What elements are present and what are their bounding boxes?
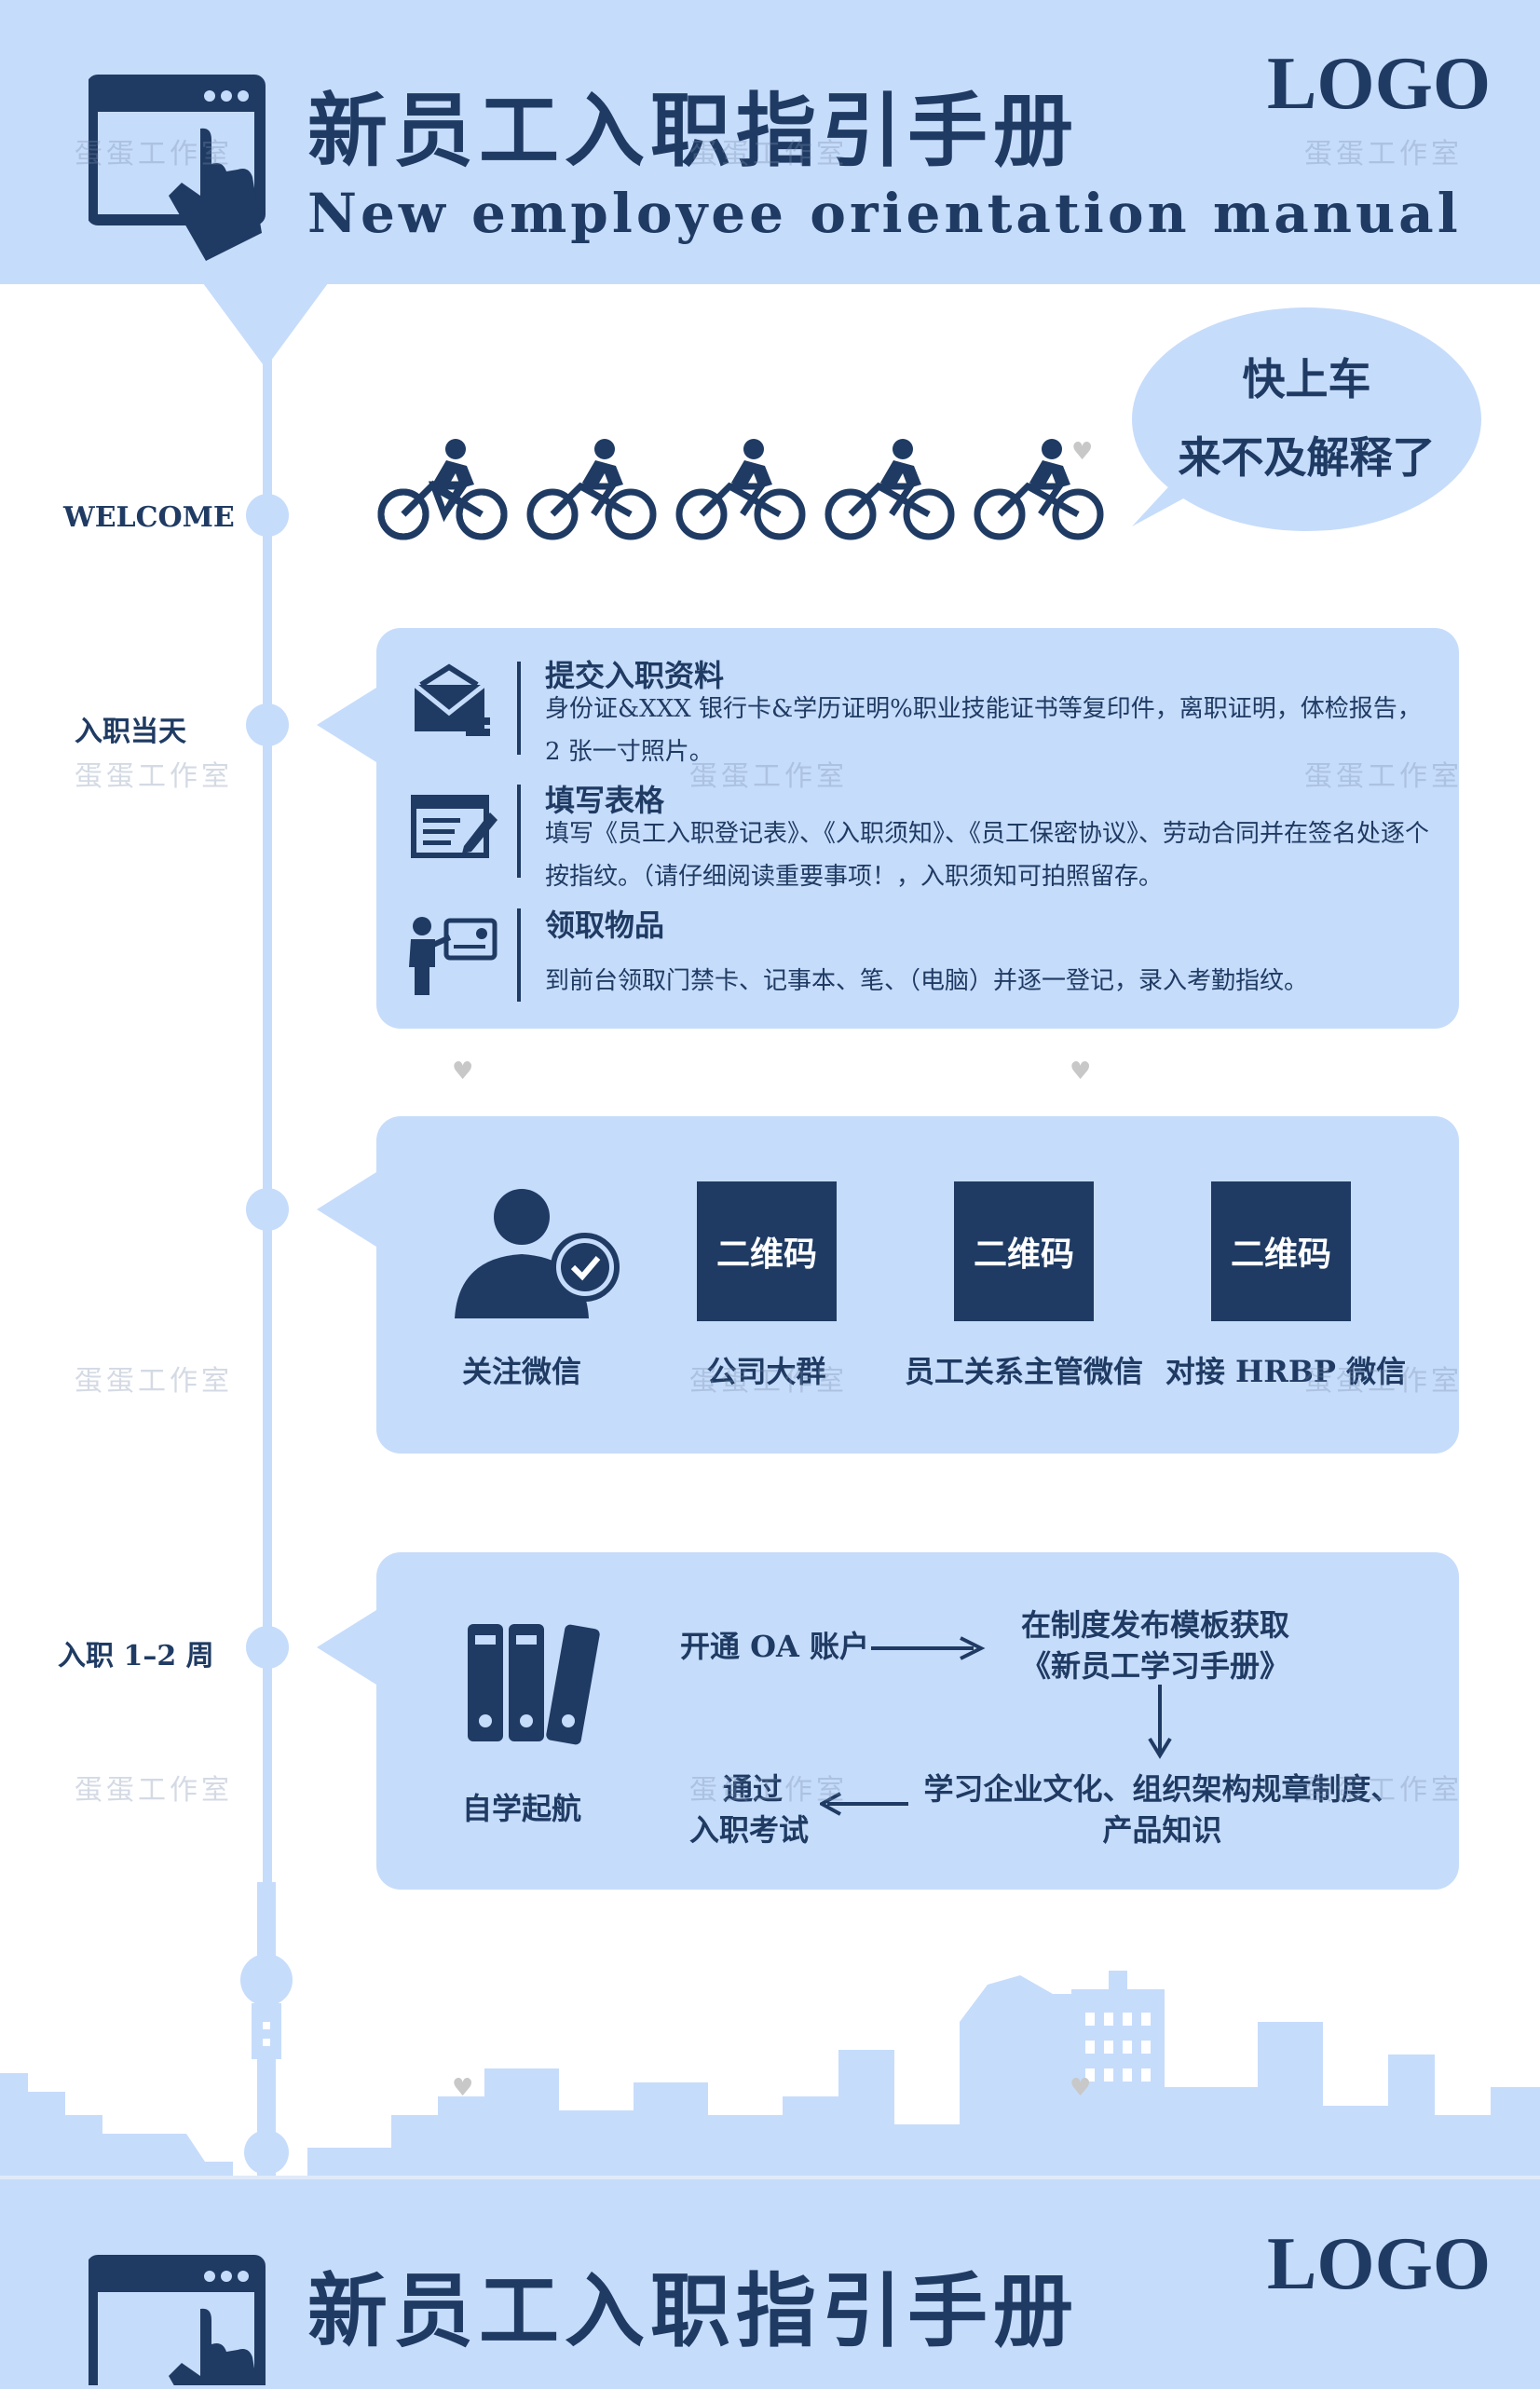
qr-code[interactable]: 二维码: [954, 1181, 1094, 1321]
watermark: 蛋蛋工作室: [689, 138, 848, 171]
watermark: 蛋蛋工作室: [75, 1365, 233, 1398]
city-skyline: [0, 1882, 1540, 2180]
self-study-label: 自学起航: [461, 1791, 581, 1826]
heart-icon: ♥: [452, 2074, 474, 2102]
page-title: 新员工入职指引手册: [307, 84, 1079, 178]
footer-title: 新员工入职指引手册: [307, 2264, 1079, 2358]
arrow-down-icon: [1148, 1685, 1172, 1759]
form-edit-icon: [411, 795, 497, 858]
card-pointer: [317, 1172, 376, 1247]
watermark: 蛋蛋工作室: [1304, 1774, 1463, 1807]
cyclist-icons: [377, 438, 1141, 550]
item-desc: 身份证&XXX 银行卡&学历证明%职业技能证书等复印件，离职证明，体检报告，2 …: [545, 695, 1422, 766]
divider: [517, 785, 521, 878]
flow-step-get-manual: 在制度发布模板获取 《新员工学习手册》: [988, 1604, 1323, 1686]
watermark: 蛋蛋工作室: [689, 760, 848, 793]
follow-wechat-label: 关注微信: [461, 1354, 581, 1389]
item-title: 提交入职资料: [545, 658, 725, 693]
card-pointer: [317, 688, 376, 762]
binders-icon: [468, 1624, 600, 1745]
watermark: 蛋蛋工作室: [689, 1774, 848, 1807]
speech-bubble-tail: [1132, 466, 1244, 526]
person-check-icon: [455, 1189, 620, 1318]
timeline-label-welcome: WELCOME: [63, 501, 235, 534]
speech-bubble-text: 快上车 来不及解释了: [1132, 340, 1481, 497]
page-subtitle: New employee orientation manual: [307, 182, 1462, 245]
timeline-dot: [246, 1188, 289, 1231]
bubble-line-2: 来不及解释了: [1178, 432, 1436, 483]
qr-caption: 员工关系主管微信: [904, 1354, 1143, 1389]
day1-card: [376, 628, 1459, 1029]
watermark: 蛋蛋工作室: [75, 138, 233, 171]
bubble-line-1: 快上车: [1242, 354, 1371, 404]
timeline-label-week12: 入职 1–2 周: [58, 1640, 214, 1672]
qr-caption: 对接 HRBP 微信: [1165, 1354, 1407, 1389]
flow-step-learn-culture: 学习企业文化、组织架构规章制度、 产品知识: [908, 1768, 1416, 1850]
item-desc: 到前台领取门禁卡、记事本、笔、（电脑）并逐一登记，录入考勤指纹。: [545, 967, 1309, 995]
timeline-dot: [246, 1626, 289, 1669]
id-card-person-icon: [409, 917, 497, 995]
flow-step-open-oa: 开通 OA 账户: [680, 1629, 869, 1664]
timeline-dot: [246, 703, 289, 746]
watermark: 蛋蛋工作室: [1304, 138, 1463, 171]
watermark: 蛋蛋工作室: [1304, 1365, 1463, 1398]
qr-code[interactable]: 二维码: [1211, 1181, 1351, 1321]
watermark: 蛋蛋工作室: [1304, 760, 1463, 793]
heart-icon: ♥: [1071, 438, 1094, 466]
arrow-right-icon: [871, 1636, 986, 1660]
arrow-left-icon: [820, 1792, 908, 1816]
timeline-label-day1: 入职当天: [75, 716, 186, 748]
envelope-icon: [413, 663, 490, 736]
flow-step-exam-line1: 通过: [723, 1771, 784, 1807]
watermark: 蛋蛋工作室: [75, 1774, 233, 1807]
header-pointer: [200, 280, 331, 368]
watermark: 蛋蛋工作室: [689, 1365, 848, 1398]
divider: [517, 908, 521, 1002]
heart-icon: ♥: [452, 1058, 474, 1085]
qr-caption: 公司大群: [706, 1354, 826, 1389]
timeline-dot: [246, 494, 289, 537]
click-hand-icon: [89, 75, 266, 261]
qr-code[interactable]: 二维码: [697, 1181, 837, 1321]
heart-icon: ♥: [1070, 1058, 1092, 1085]
card-pointer: [317, 1610, 376, 1685]
footer-logo: LOGO: [1267, 2223, 1492, 2305]
flow-step-exam: 通过 入职考试: [689, 1768, 820, 1850]
logo: LOGO: [1267, 43, 1492, 125]
click-hand-icon: [89, 2255, 266, 2385]
flow-step-get-manual-line1: 在制度发布模板获取: [1020, 1607, 1289, 1643]
item-desc: 填写《员工入职登记表》、《入职须知》、《员工保密协议》、劳动合同并在签名处逐个按…: [545, 820, 1430, 891]
heart-icon: ♥: [1070, 2074, 1092, 2102]
watermark: 蛋蛋工作室: [75, 760, 233, 793]
flow-step-learn-line1: 学习企业文化、组织架构规章制度、: [923, 1771, 1401, 1807]
flow-step-learn-line2: 产品知识: [1102, 1812, 1222, 1848]
timeline-line: [263, 354, 272, 1938]
flow-step-get-manual-line2: 《新员工学习手册》: [1020, 1648, 1289, 1684]
divider: [517, 662, 521, 755]
item-title: 领取物品: [545, 908, 665, 943]
flow-step-exam-line2: 入职考试: [689, 1812, 810, 1848]
item-title: 填写表格: [545, 783, 665, 818]
